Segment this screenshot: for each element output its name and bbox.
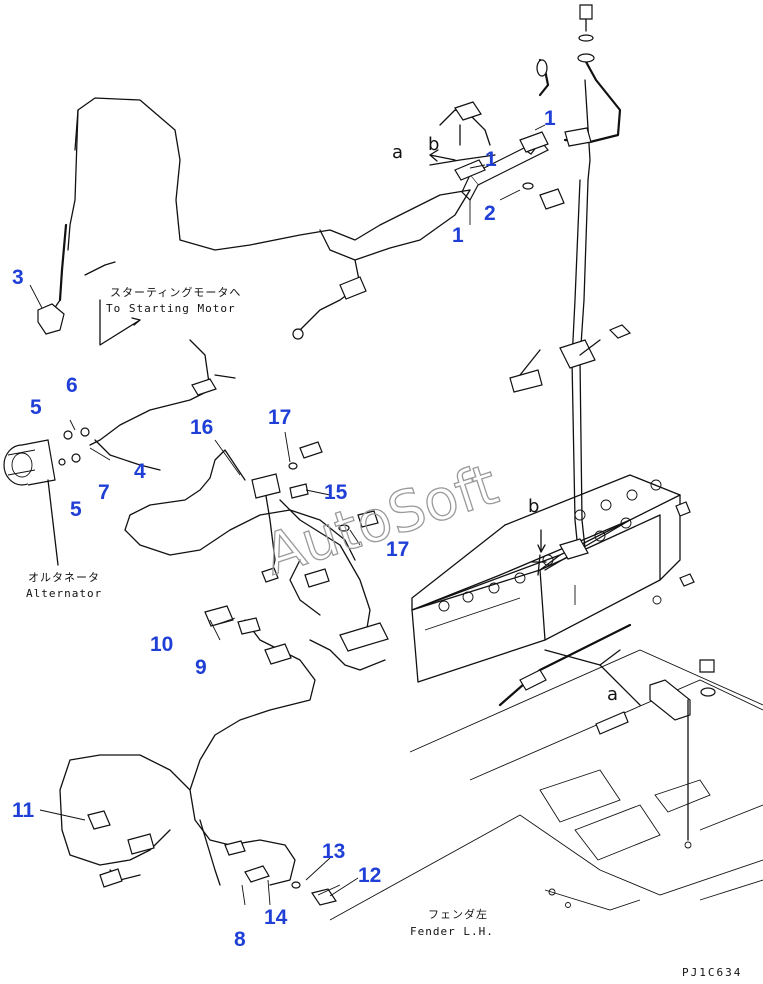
reference-arrows: [47, 124, 641, 706]
callout-15: 15: [324, 481, 348, 504]
watermark: AutoSoft: [257, 452, 506, 588]
callout-3: 3: [12, 266, 24, 289]
callout-12: 12: [358, 864, 381, 887]
callout-2: 2: [484, 202, 496, 225]
ref-b-battery: b: [528, 496, 539, 517]
callout-1-clamp: 1: [485, 148, 497, 171]
ref-a-bottom: a: [607, 684, 618, 705]
alternator-label-en: Alternator: [26, 587, 102, 600]
drawing-code: PJ1C634: [682, 966, 742, 979]
leader-lines: [29, 124, 546, 906]
callout-14: 14: [264, 906, 288, 929]
callout-13: 13: [322, 840, 345, 863]
alternator-label-jp: オルタネータ: [28, 571, 100, 584]
callout-6: 6: [66, 374, 78, 397]
top-bolt-stack: [577, 4, 595, 63]
starting-motor-label-jp: スターティングモータへ: [110, 285, 241, 299]
battery-assembly: [411, 474, 681, 683]
fender-outline: [329, 649, 763, 921]
fender-label-jp: フェンダ左: [428, 907, 488, 921]
callout-5-upper: 5: [30, 396, 42, 419]
callout-5-lower: 5: [70, 498, 82, 521]
callout-1-lower: 1: [452, 224, 464, 247]
ref-b-top: b: [428, 134, 439, 155]
connectors: [37, 59, 716, 906]
callout-10: 10: [150, 633, 173, 656]
bracket: [461, 139, 565, 210]
callout-9: 9: [195, 656, 207, 679]
starting-motor-label-en: To Starting Motor: [106, 302, 236, 315]
callout-7: 7: [98, 481, 110, 504]
alternator: [3, 427, 90, 486]
callout-1-bracket: 1: [544, 107, 556, 130]
callout-17-upper: 17: [268, 406, 291, 429]
callout-4: 4: [134, 460, 146, 483]
battery-cables: [509, 58, 632, 551]
fender-label-en: Fender L.H.: [410, 925, 494, 938]
ref-a-top: a: [392, 142, 403, 163]
callout-11: 11: [12, 799, 35, 822]
alternator-harness: [89, 339, 236, 471]
callout-17-lower: 17: [386, 538, 409, 561]
callout-16: 16: [190, 416, 213, 439]
callout-8: 8: [234, 928, 246, 951]
